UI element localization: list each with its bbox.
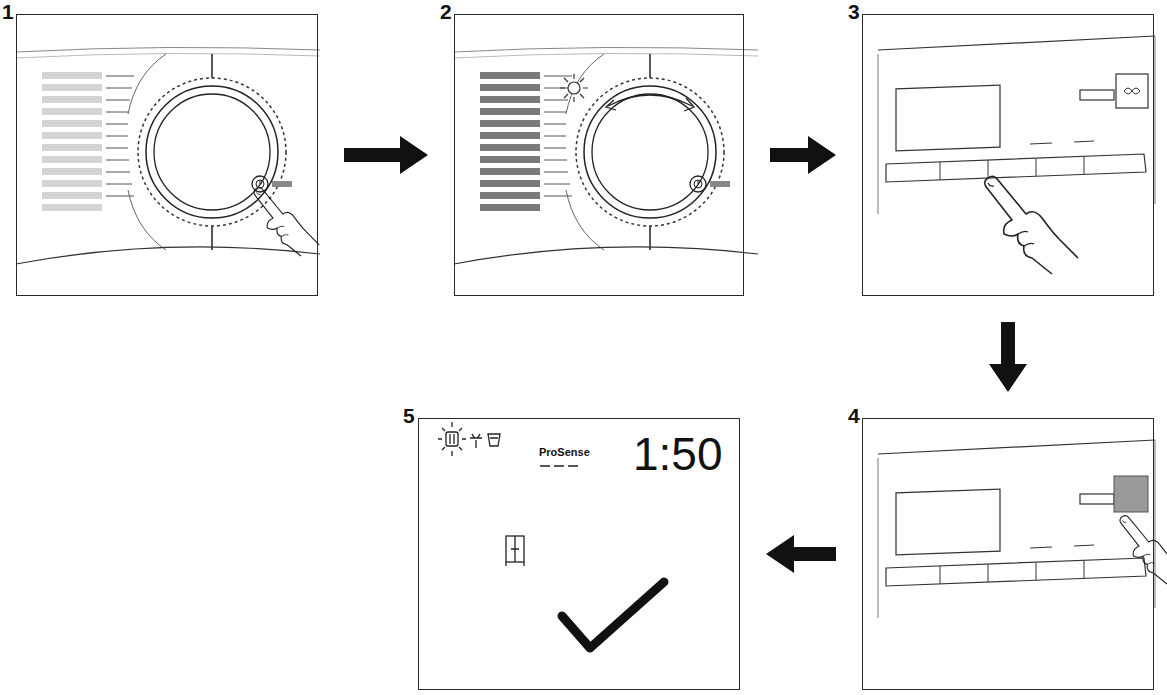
step-panel: 2 (454, 14, 744, 296)
panel-4-art (878, 440, 1167, 618)
step-panel: 5ProSense1:50 (418, 418, 740, 690)
step-panel: 3 (862, 14, 1154, 296)
panel-5-art (438, 422, 664, 648)
step-panel: 1 (16, 14, 318, 296)
step-panel: 4 (862, 418, 1154, 690)
panel-2-art (454, 47, 758, 264)
step-number: 2 (440, 1, 452, 22)
step-number: 1 (2, 1, 14, 22)
time-display: 1:50 (633, 431, 723, 477)
mode-label: ProSense (539, 447, 590, 458)
panel-3-art (878, 36, 1155, 274)
flow-arrow (344, 136, 428, 174)
panel-1-art (16, 47, 320, 264)
step-number: 5 (403, 405, 415, 426)
flow-arrow (766, 535, 836, 573)
flow-arrow (770, 136, 836, 174)
step-number: 3 (848, 1, 860, 22)
flow-arrow (989, 322, 1027, 392)
step-number: 4 (848, 405, 860, 426)
